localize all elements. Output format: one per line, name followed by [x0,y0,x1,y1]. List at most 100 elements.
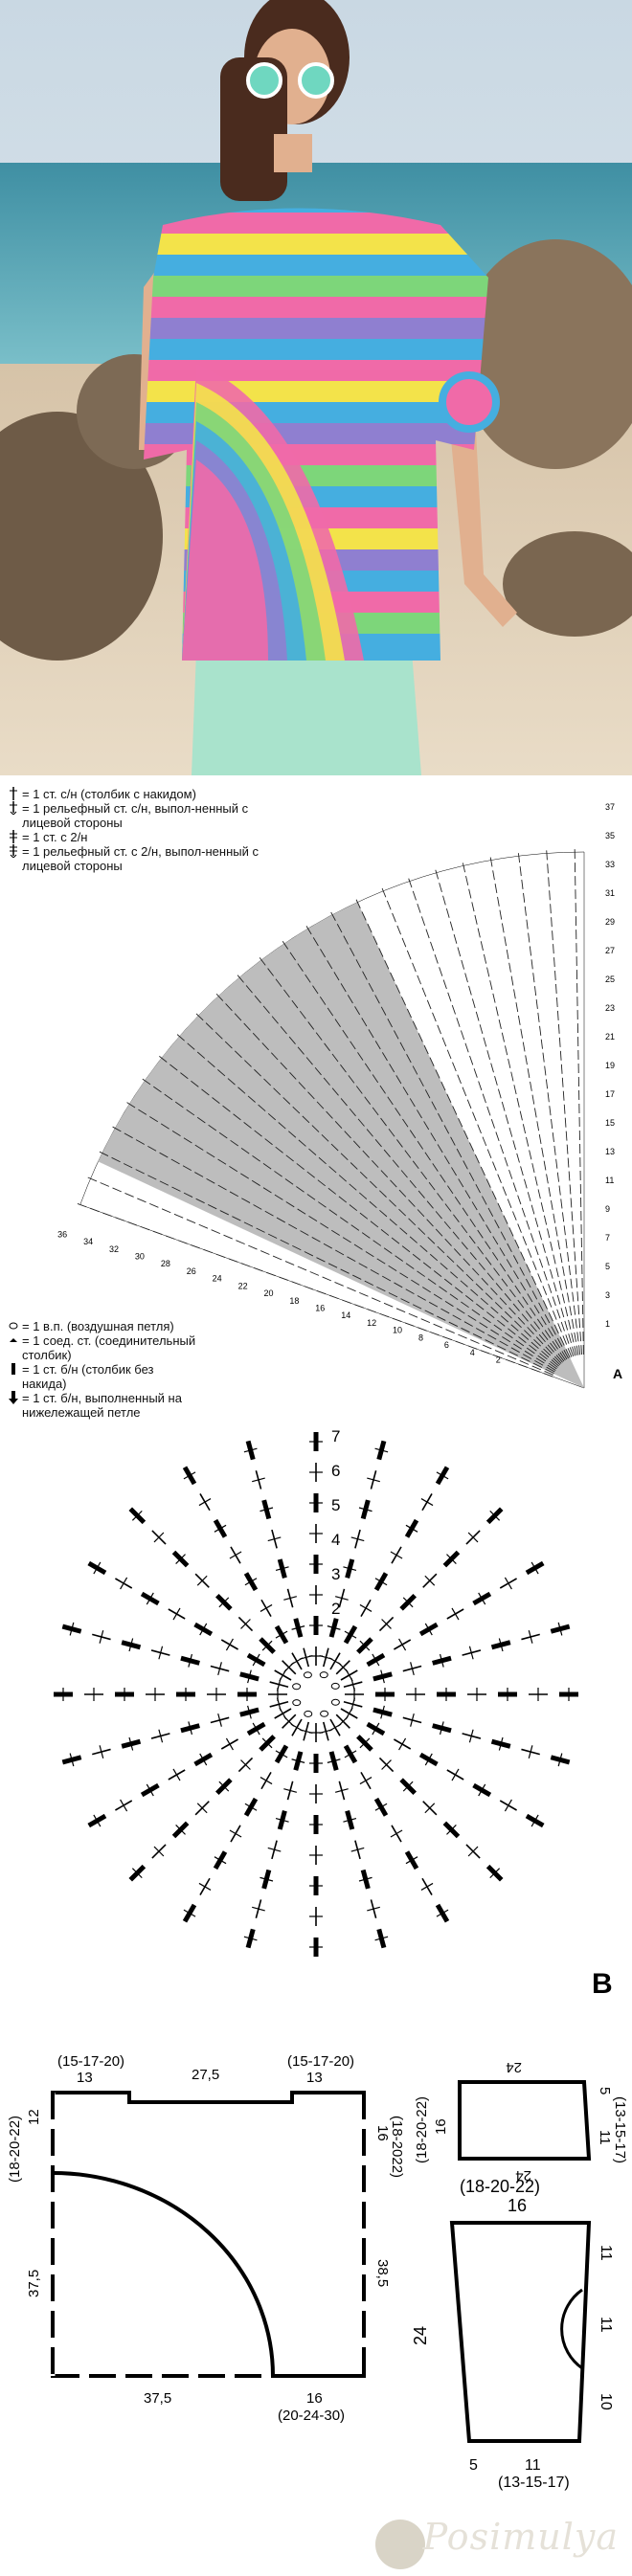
stitch-mark [456,1018,461,1027]
stitch-mark [359,1171,368,1179]
stitch-mark [555,1158,558,1169]
stitch-mark [379,1312,390,1318]
stitch-mark [352,1140,361,1149]
stitch-crossbar [291,1625,305,1630]
stitch-mark [522,1354,532,1359]
stitch-mark [430,1332,440,1336]
stitch-mark [433,1270,442,1277]
stitch-mark [331,1087,339,1096]
stitch-mark [278,1122,286,1130]
stitch-mark [420,916,426,926]
stitch-mark [124,1193,134,1198]
stitch-mark [554,971,556,981]
stitch-mark [326,1110,333,1119]
stitch-crossbar [247,1669,252,1684]
stitch-mark [267,1112,277,1121]
stitch-mark [464,973,468,983]
stitch-mark [460,1280,468,1288]
stitch-mark [565,1239,568,1249]
stitch-mark [501,1101,506,1111]
stitch-mark [431,1101,437,1110]
stitch-mark [169,1064,178,1071]
stitch-mark [533,1321,541,1330]
stitch-mark [509,1288,516,1298]
stitch-mark [460,1030,465,1041]
stitch-mark [419,1244,428,1252]
stitch-mark [412,1253,421,1261]
stitch-mark [536,1288,543,1298]
stitch-crossbar [275,1750,288,1758]
stitch-mark [510,975,514,986]
stitch-mark [87,1176,98,1182]
stitch-mark [514,1320,522,1329]
stitch-mark [402,1086,409,1096]
stitch-mark [378,948,384,957]
stitch-mark [526,1347,535,1355]
stitch-crossbar [252,1477,265,1483]
stitch-crossbar [260,1603,273,1612]
stitch-mark [560,1308,565,1318]
stitch-crossbar [183,1471,196,1480]
stitch-mark [443,1221,451,1230]
stitch-mark [386,900,392,910]
stitch-mark [514,1239,520,1249]
stitch-mark [490,1329,500,1335]
stitch-mark [557,1240,560,1250]
stitch-crossbar [217,1714,222,1727]
row-number: 22 [238,1281,248,1290]
stitch-crossbar [275,1566,289,1572]
stitch-mark [508,1169,513,1179]
stitch-mark [543,1373,553,1378]
tr-symbol-icon [10,830,17,843]
stitch-mark [399,1272,409,1279]
stitch-mark [532,1362,543,1368]
stitch-mark [468,1142,475,1152]
stitch-mark [473,1068,478,1078]
stitch-mark [500,1231,507,1241]
stitch-mark [274,1171,282,1177]
stitch-mark [333,972,340,981]
stitch-mark [229,1191,239,1198]
stitch-mark [555,1267,559,1278]
dim-label: 16 [306,2390,323,2407]
stitch-crossbar [374,1936,389,1941]
dim-label: (13-15-17) [498,2475,570,2491]
stitch-mark [486,967,490,977]
stitch-mark [526,1136,530,1147]
stitch-mark [530,1324,537,1333]
stitch-crossbar [252,1906,265,1912]
stitch-mark [438,1112,443,1123]
stitch-crossbar [261,1737,273,1749]
stitch-mark [340,983,347,993]
stitch-mark [343,935,349,945]
stitch-mark [485,1178,491,1188]
stitch-mark [504,1292,511,1302]
stitch-mark [282,941,289,950]
row-number: 14 [341,1310,350,1320]
row-number: 6 [444,1340,449,1350]
chart-b-letter: B [592,1968,613,2000]
stitch-mark [457,947,462,957]
stitch-mark [368,1029,374,1039]
stitch-mark [285,1201,295,1208]
stitch-crossbar [198,1498,212,1507]
stitch-mark [214,1032,223,1040]
stitch-mark [327,1263,338,1268]
stitch-crossbar [335,1596,349,1601]
stitch-mark [486,1272,494,1281]
stitch-mark [557,1323,562,1333]
stitch-mark [374,1139,382,1148]
stitch-mark [330,911,336,921]
stitch-mark [409,1130,417,1139]
stitch-mark [205,1022,214,1030]
stitch-mark [475,1183,481,1194]
shaded-sector [98,902,584,1388]
stitch-mark [489,857,493,867]
stitch-mark [519,866,522,877]
stitch-crossbar [218,1781,230,1792]
stitch-mark [515,1339,525,1347]
stitch-crossbar [93,1561,102,1575]
stitch-mark [529,1150,532,1160]
stitch-mark [550,1342,556,1352]
chart-a-letter: A [613,1366,622,1381]
